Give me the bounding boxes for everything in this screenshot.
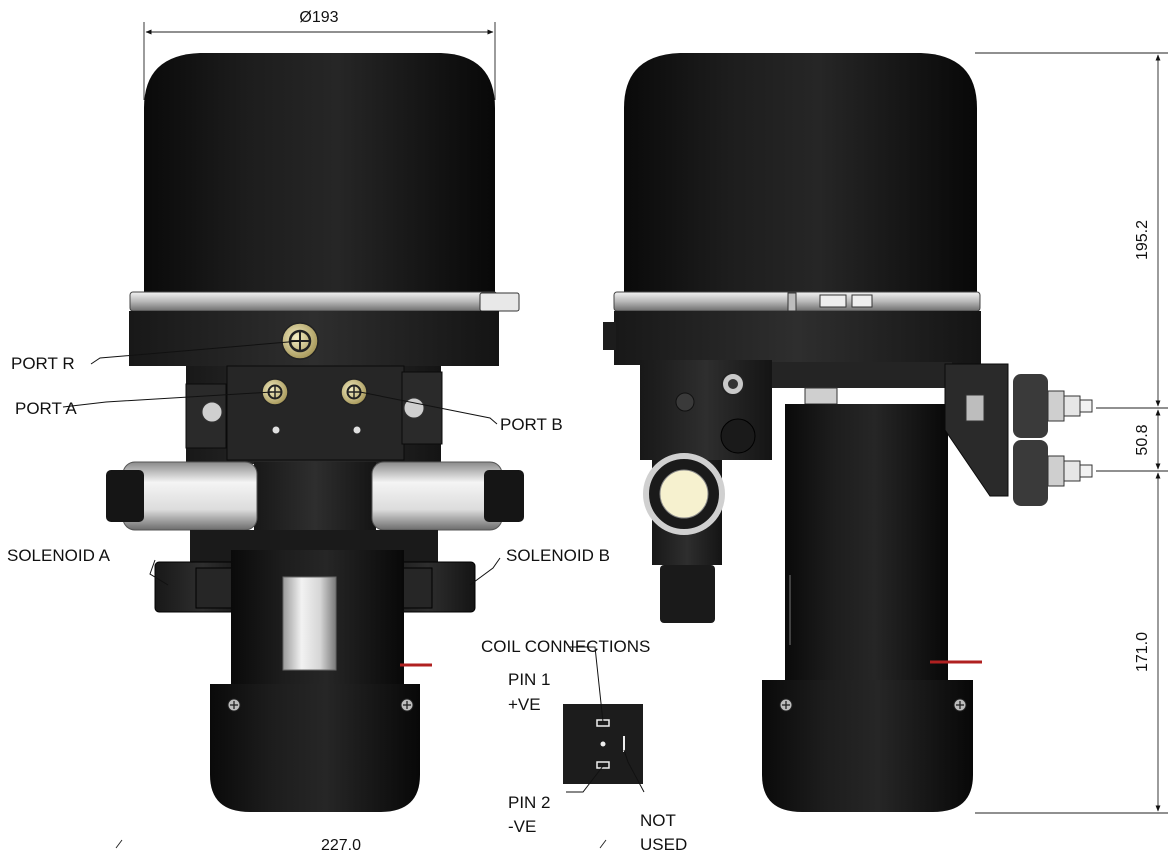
coil-pin-2 <box>596 761 610 769</box>
side-plug <box>720 418 756 454</box>
side-port-upper-inner <box>728 379 738 389</box>
coil-pin1-polarity: +VE <box>508 695 541 714</box>
side-motor-housing <box>785 404 948 684</box>
dim-height-top: 195.2 <box>1134 220 1151 260</box>
side-upper-plate <box>772 362 952 388</box>
leader-lines <box>62 340 645 793</box>
label-port-a: PORT A <box>15 399 77 418</box>
plate-screw-right <box>353 426 361 434</box>
coil-pin1-label: PIN 1 <box>508 670 551 689</box>
side-view <box>603 53 1093 812</box>
side-motor-end-cap <box>762 680 973 812</box>
solenoid-knob-right <box>484 470 524 522</box>
solenoid-tube-right <box>371 461 503 531</box>
solenoid-a-face <box>195 567 237 609</box>
side-screw-left <box>779 698 793 712</box>
mounting-bracket <box>944 363 1009 497</box>
side-solenoid-connector <box>660 565 715 623</box>
right-side-fitting-nut <box>403 397 425 419</box>
side-top-nut <box>804 387 838 405</box>
side-head <box>614 311 981 365</box>
label-port-r: PORT R <box>11 354 75 373</box>
front-view <box>106 53 524 812</box>
coil-unused-line1: NOT <box>640 811 676 830</box>
dim-width-bottom: 227.0 <box>321 837 361 854</box>
dim-height-bottom: 171.0 <box>1134 632 1151 672</box>
motor-screw-left <box>227 698 241 712</box>
coil-pin2-label: PIN 2 <box>508 793 551 812</box>
motor-screw-right <box>400 698 414 712</box>
side-solenoid-cap <box>659 469 709 519</box>
label-solenoid-a: SOLENOID A <box>7 546 111 565</box>
motor-label <box>282 576 337 671</box>
coil-unused-line2: USED <box>640 835 687 854</box>
side-bowl-cover <box>624 53 977 292</box>
motor-end-cap <box>210 684 420 812</box>
label-port-b: PORT B <box>500 415 563 434</box>
stud-terminal-upper <box>1013 374 1093 438</box>
front-clamp-tab <box>479 292 520 312</box>
port-plate <box>226 365 405 461</box>
side-port-mid <box>675 392 695 412</box>
dim-diameter: Ø193 <box>299 9 338 26</box>
coil-title: COIL CONNECTIONS <box>481 637 650 656</box>
clamp-latch <box>787 292 873 312</box>
side-clamp-ring <box>613 291 981 312</box>
side-screw-right <box>953 698 967 712</box>
front-bowl-cover <box>144 53 495 292</box>
coil-pin2-polarity: -VE <box>508 817 536 836</box>
solenoid-knob-left <box>106 470 144 522</box>
dim-port-spacing: 50.8 <box>1134 424 1151 455</box>
port-b-fitting <box>340 378 368 406</box>
plate-screw-left <box>272 426 280 434</box>
left-side-fitting-nut <box>201 401 223 423</box>
dimension-lines <box>115 22 1168 849</box>
coil-connector-detail <box>563 704 643 784</box>
label-solenoid-b: SOLENOID B <box>506 546 610 565</box>
side-head-stub <box>603 322 616 350</box>
port-a-fitting <box>261 378 289 406</box>
bracket-bolt <box>965 394 985 422</box>
coil-pin-earth <box>600 741 606 747</box>
stud-terminal-lower <box>1013 440 1093 506</box>
front-clamp-ring <box>129 291 498 312</box>
